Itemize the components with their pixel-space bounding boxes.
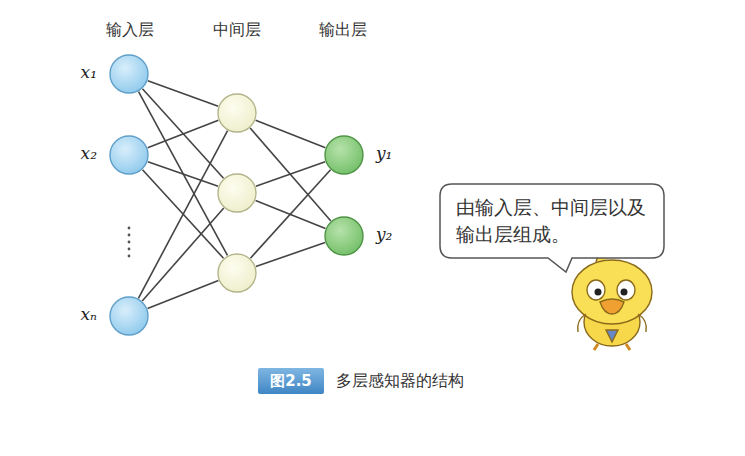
neuron-circle [217,93,257,133]
neuron-circle [217,253,257,293]
caption-tag [258,368,324,394]
connection-line [138,131,227,299]
speech-bubble: 由输入层、中间层以及输出层组成。 [440,184,664,258]
neuron-circle [217,173,257,213]
neuron-circle [324,216,364,256]
connection-line [148,120,219,148]
hidden-neuron [217,93,257,133]
neuron-circle [109,54,149,94]
bubble-outline [440,184,664,258]
mascot-bird [572,246,652,350]
figure-number: 图2.5 [270,372,312,391]
bubble-text: 由输入层、中间层以及输出层组成。 [456,194,648,248]
layer-heading: 输出层 [319,20,367,41]
connection-line [250,128,331,221]
connection-line [148,280,219,308]
hidden-neuron [217,173,257,213]
connection-line [256,120,326,147]
input-neuron: x₂ [109,135,149,175]
neuron-circle [324,135,364,175]
neuron-label: y₂ [376,224,392,244]
neuron-circle [109,135,149,175]
connection-line [142,208,224,301]
neuron-circle [109,296,149,336]
input-neuron: x₁ [109,54,149,94]
ellipsis-dots [128,227,131,258]
output-neuron: y₁ [324,135,364,175]
neuron-label: x₁ [81,62,97,82]
connection-line [148,81,218,106]
neuron-label: x₂ [81,143,97,163]
layer-heading: 中间层 [213,20,261,41]
connection-line [148,162,218,187]
connection-line [139,92,228,256]
input-neuron: xₙ [109,296,149,336]
output-neuron: y₂ [324,216,364,256]
figure-caption: 多层感知器的结构 [336,371,464,392]
connection-line [256,243,325,267]
hidden-neuron [217,253,257,293]
layer-heading: 输入层 [106,20,154,41]
neuron-label: xₙ [81,304,97,324]
connection-line [256,162,325,187]
neuron-label: y₁ [376,143,392,163]
